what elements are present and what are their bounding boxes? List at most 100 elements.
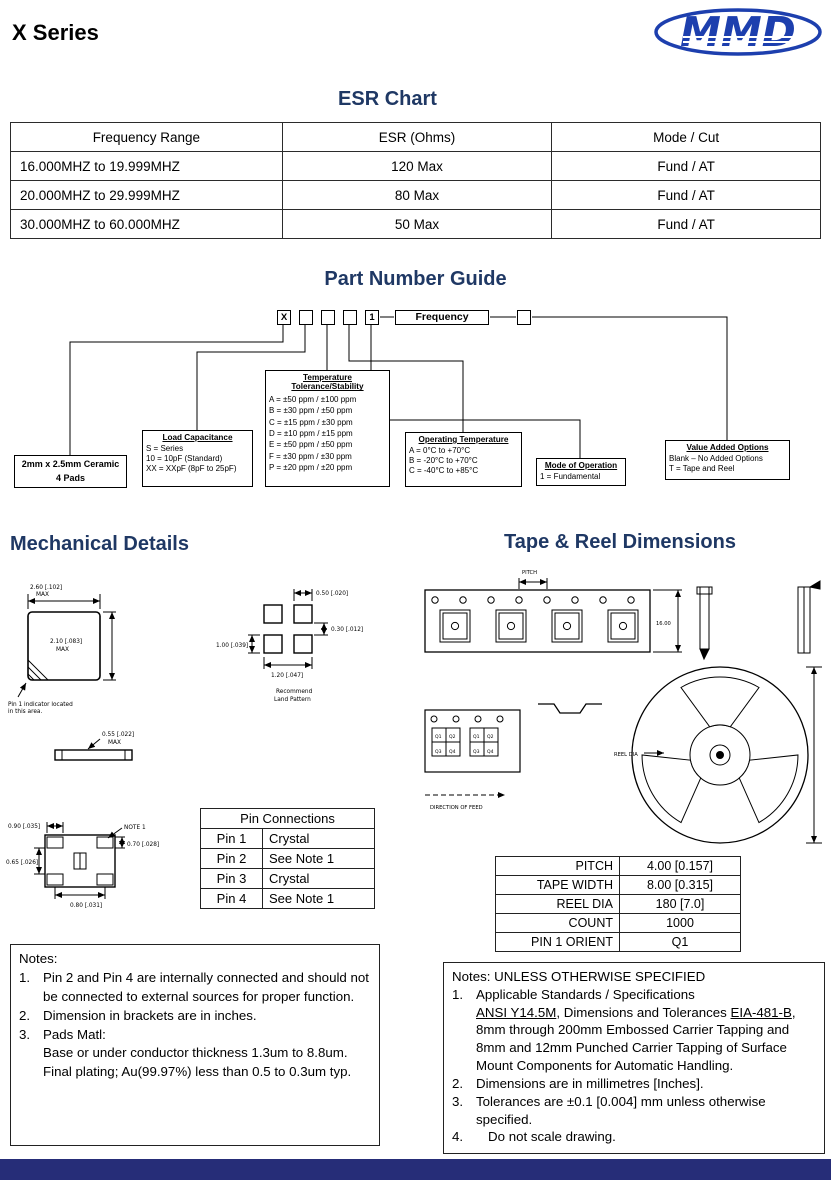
tape-strip-top-view (424, 578, 682, 653)
temperature-title-2: Tolerance/Stability (291, 382, 364, 392)
mechanical-drawings: 2.60 [.102] MAX 2.10 [.083] MAX Pin 1 in… (6, 585, 363, 909)
mode-of-operation-box: Mode of Operation 1 = Fundamental (536, 458, 626, 486)
ceramic-line1: 2mm x 2.5mm Ceramic (21, 459, 120, 469)
pin-connections-table: Pin Connections Pin 1 Crystal Pin 2 See … (200, 808, 375, 909)
side-view-drawing (54, 738, 133, 761)
temperature-title-1: Temperature (303, 373, 352, 382)
dim-thickness: 0.55 [.022] (102, 732, 134, 738)
tape-reel-notes-box: Notes: UNLESS OTHERWISE SPECIFIED 1. App… (443, 962, 825, 1154)
page-title: X Series (12, 20, 99, 45)
esr-cell: 50 Max (281, 209, 553, 239)
note-item: 3. Tolerances are ±0.1 [0.004] mm unless… (452, 1093, 816, 1129)
esr-cell: Fund / AT (551, 180, 821, 210)
reel-dia-label: REEL DIA (614, 752, 638, 758)
table-row: PITCH 4.00 [0.157] (495, 856, 741, 876)
option-line: B = -20°C to +70°C (409, 456, 478, 466)
package-top-view (17, 594, 116, 698)
pocket-quadrant-label: Q3 (473, 749, 480, 755)
mechanical-details-heading: Mechanical Details (10, 533, 189, 555)
pn-options-digit-box (517, 310, 531, 325)
note-item: 2. Dimension in brackets are in inches. (19, 1007, 371, 1026)
note-number: 4. (452, 1129, 464, 1145)
reel-side-view (797, 580, 821, 654)
pin-cell: Crystal (262, 828, 375, 849)
option-line: D = ±10 ppm / ±15 ppm (269, 428, 353, 438)
dim-land-pitch: 1.20 [.047] (271, 673, 303, 679)
temperature-stability-box: Temperature Tolerance/Stability A = ±50 … (265, 370, 390, 487)
tr-label: TAPE WIDTH (495, 875, 620, 895)
pocket-quadrant-label: Q2 (449, 734, 456, 740)
esr-cell: 30.000MHZ to 60.000MHZ (10, 209, 283, 239)
note-text-line: Final plating; Au(99.97%) less than 0.5 … (43, 1064, 352, 1080)
tr-value: 4.00 [0.157] (619, 856, 741, 876)
pn-frequency-box: Frequency (395, 310, 489, 325)
dim-bottom-pad-height: 0.70 [.028] (127, 842, 159, 848)
note-number: 1. (452, 986, 464, 1002)
dim-land-pad-height: 1.00 [.039] (216, 643, 248, 649)
note-number: 3. (19, 1026, 31, 1042)
tr-label: PIN 1 ORIENT (495, 932, 620, 952)
note-item: 4. Do not scale drawing. (452, 1128, 816, 1146)
ceramic-line2: 4 Pads (55, 472, 86, 483)
load-capacitance-box: Load Capacitance S = Series 10 = 10pF (S… (142, 430, 253, 487)
tr-value: 8.00 [0.315] (619, 875, 741, 895)
dim-package-width: 2.60 [.102] (30, 585, 62, 591)
note-number: 1. (19, 969, 31, 985)
pn-temp-digit-box (321, 310, 335, 325)
note-number: 3. (452, 1093, 464, 1109)
note-text: Do not scale drawing. (488, 1129, 616, 1145)
esr-cell: Fund / AT (551, 209, 821, 239)
note-item: 1. Applicable Standards / Specifications… (452, 986, 816, 1075)
operating-temperature-box: Operating Temperature A = 0°C to +70°C B… (405, 432, 522, 487)
mmd-logo-graphic: MMD (654, 8, 822, 56)
footer-bar (0, 1159, 831, 1180)
note-number: 2. (452, 1075, 464, 1091)
option-line: T = Tape and Reel (669, 464, 735, 474)
tape-reel-drawings: PITCH 16.00 REEL DIA DIRECTION OF FEED Q… (424, 570, 822, 844)
pin-cell: Pin 3 (200, 868, 263, 889)
esr-col-mode-cut: Mode / Cut (551, 122, 821, 152)
table-row: 30.000MHZ to 60.000MHZ 50 Max Fund / AT (10, 209, 821, 239)
note-item: 3. Pads Matl: Base or under conductor th… (19, 1026, 371, 1083)
operating-temperature-title: Operating Temperature (418, 435, 509, 444)
direction-of-feed-label: DIRECTION OF FEED (430, 805, 483, 811)
mode-of-operation-title: Mode of Operation (544, 461, 618, 470)
dim-package-height-max: MAX (56, 647, 69, 653)
tr-value: 180 [7.0] (619, 894, 741, 914)
option-line: Blank – No Added Options (669, 453, 763, 463)
table-row: REEL DIA 180 [7.0] (495, 894, 741, 914)
bottom-view-drawing (34, 822, 125, 899)
dim-thickness-max: MAX (108, 740, 121, 746)
esr-col-esr-ohms: ESR (Ohms) (281, 122, 553, 152)
pocket-quadrant-label: Q1 (435, 734, 442, 740)
part-number-guide-heading: Part Number Guide (324, 268, 507, 290)
table-row: 16.000MHZ to 19.999MHZ 120 Max Fund / AT (10, 151, 821, 181)
mmd-logo: MMD (653, 6, 823, 63)
note-text: Dimension in brackets are in inches. (43, 1007, 257, 1023)
ceramic-size-box: 2mm x 2.5mm Ceramic 4 Pads (14, 455, 127, 488)
dim-bottom-pitch: 0.80 [.031] (70, 903, 102, 909)
option-line: C = -40°C to +85°C (409, 466, 479, 476)
land-pattern-label-1: Recommend (276, 689, 313, 695)
option-line: 1 = Fundamental (540, 471, 601, 481)
logo-text: MMD (680, 8, 796, 56)
pn-prefix-box: X (277, 310, 291, 325)
pitch-label: PITCH (522, 570, 537, 576)
option-line: S = Series (146, 443, 184, 453)
pin-connections-title: Pin Connections (200, 808, 375, 829)
pin-cell: Pin 4 (200, 888, 263, 909)
standard-eia: EIA-481-B (730, 1004, 792, 1020)
option-line: C = ±15 ppm / ±30 ppm (269, 417, 353, 427)
table-row: TAPE WIDTH 8.00 [0.315] (495, 875, 741, 895)
note-item: 2. Dimensions are in millimetres [Inches… (452, 1075, 816, 1093)
tr-label: REEL DIA (495, 894, 620, 914)
esr-cell: 16.000MHZ to 19.999MHZ (10, 151, 283, 181)
note-text: Tolerances are ±0.1 [0.004] mm unless ot… (476, 1093, 766, 1127)
land-pattern-drawing (248, 589, 328, 669)
note-text-line: Pads Matl: (43, 1026, 106, 1042)
load-capacitance-title: Load Capacitance (162, 433, 233, 442)
note-text-segment: , Dimensions and Tolerances (556, 1004, 731, 1020)
note-text-line: ANSI Y14.5M, Dimensions and Tolerances E… (476, 1004, 816, 1075)
pin1-note-line1: Pin 1 indicator located (8, 702, 73, 708)
